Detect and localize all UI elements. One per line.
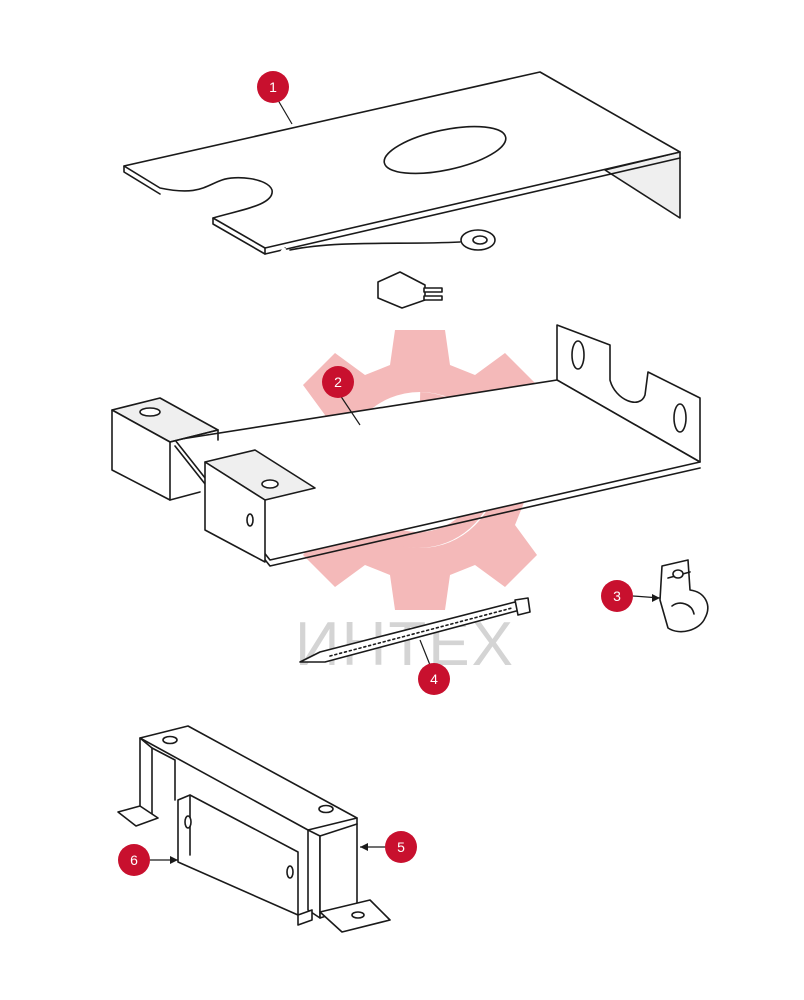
callout-part-4: 4	[418, 663, 450, 695]
callout-part-1: 1	[257, 71, 289, 103]
callout-part-5: 5	[385, 831, 417, 863]
callout-part-3: 3	[601, 580, 633, 612]
callout-part-6: 6	[118, 844, 150, 876]
callout-part-2: 2	[322, 366, 354, 398]
